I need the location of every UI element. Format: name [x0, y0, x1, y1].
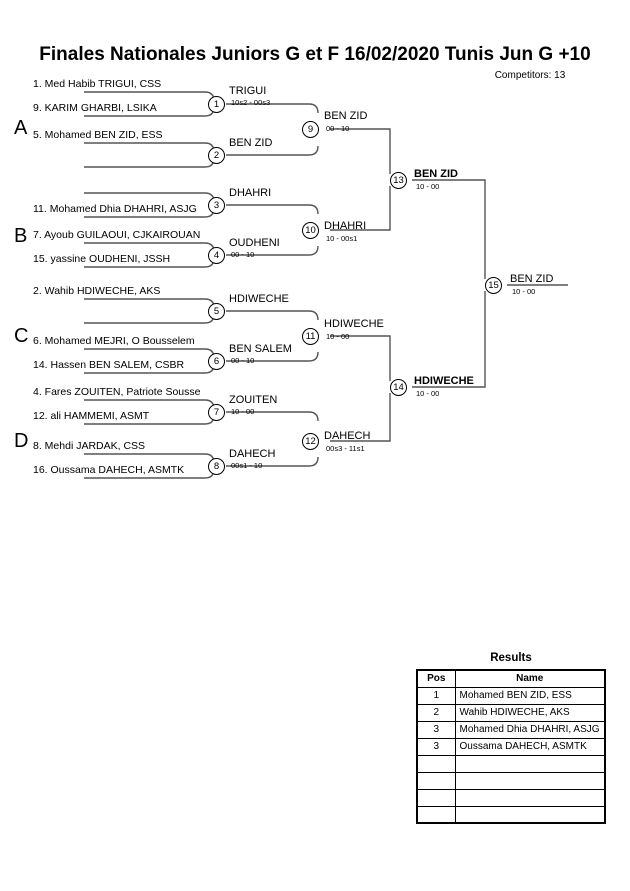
- match-number-9[interactable]: 9: [302, 121, 319, 138]
- result-name: [454, 771, 606, 790]
- match-winner-3: DHAHRI: [229, 187, 272, 199]
- results-panel: Results Pos Name 1 Mohamed BEN ZID, ESS …: [416, 652, 606, 824]
- match-score-7: 10 - 00: [231, 407, 255, 416]
- entry-label: 4. Fares ZOUITEN, Patriote Sousse: [33, 386, 201, 398]
- match-number-7[interactable]: 7: [208, 404, 225, 421]
- results-table: Pos Name 1 Mohamed BEN ZID, ESS 2 Wahib …: [416, 669, 606, 824]
- match-score-14: 10 - 00: [416, 389, 440, 398]
- match-score-8: 00s1 - 10: [231, 461, 263, 470]
- result-pos: [416, 771, 456, 790]
- entry-label: 14. Hassen BEN SALEM, CSBR: [33, 359, 185, 371]
- entry-label: 15. yassine OUDHENI, JSSH: [33, 253, 171, 265]
- bracket-lines: [84, 91, 568, 479]
- match-score-4: 00 - 10: [231, 250, 255, 259]
- entry-label: 1. Med Habib TRIGUI, CSS: [33, 78, 162, 90]
- table-row[interactable]: [416, 805, 606, 824]
- match-score-13: 10 - 00: [416, 182, 440, 191]
- entry-label: 12. ali HAMMEMI, ASMT: [33, 410, 150, 422]
- table-row[interactable]: [416, 788, 606, 807]
- page-title: Finales Nationales Juniors G et F 16/02/…: [0, 44, 630, 66]
- section-letter-c: C: [14, 325, 29, 347]
- entry-label: 5. Mohamed BEN ZID, ESS: [33, 129, 163, 141]
- result-pos: 3: [416, 737, 456, 756]
- match-number-8[interactable]: 8: [208, 458, 225, 475]
- section-letter-d: D: [14, 430, 29, 452]
- results-title: Results: [490, 652, 532, 664]
- match-number-5[interactable]: 5: [208, 303, 225, 320]
- result-pos: 2: [416, 703, 456, 722]
- match-score-11: 10 - 00: [326, 332, 350, 341]
- match-winner-9: BEN ZID: [324, 110, 368, 122]
- match-score-1: 10s2 - 00s3: [231, 98, 271, 107]
- results-header-row: Pos Name: [416, 669, 606, 688]
- match-winner-1: TRIGUI: [229, 85, 267, 97]
- page-title-text: Finales Nationales Juniors G et F 16/02/…: [39, 44, 591, 65]
- result-name: Mohamed BEN ZID, ESS: [454, 686, 606, 705]
- match-winner-12: DAHECH: [324, 430, 371, 442]
- entry-label: 16. Oussama DAHECH, ASMTK: [33, 464, 185, 476]
- result-pos: 1: [416, 686, 456, 705]
- table-row[interactable]: 1 Mohamed BEN ZID, ESS: [416, 686, 606, 705]
- match-winner-14: HDIWECHE: [414, 375, 474, 387]
- entry-label: 7. Ayoub GUILAOUI, CJKAIROUAN: [33, 229, 201, 241]
- match-number-4[interactable]: 4: [208, 247, 225, 264]
- match-number-6[interactable]: 6: [208, 353, 225, 370]
- result-name: Wahib HDIWECHE, AKS: [454, 703, 606, 722]
- table-row[interactable]: 3 Mohamed Dhia DHAHRI, ASJG: [416, 720, 606, 739]
- entry-label: 6. Mohamed MEJRI, O Bousselem: [33, 335, 195, 347]
- result-name: Mohamed Dhia DHAHRI, ASJG: [454, 720, 606, 739]
- competitors-count: Competitors: 13: [494, 70, 566, 81]
- match-winner-15: BEN ZID: [510, 273, 554, 285]
- match-winner-4: OUDHENI: [229, 237, 280, 249]
- match-number-1[interactable]: 1: [208, 96, 225, 113]
- result-name: [454, 788, 606, 807]
- entry-label: 8. Mehdi JARDAK, CSS: [33, 440, 146, 452]
- match-winner-6: BEN SALEM: [229, 343, 292, 355]
- match-number-3[interactable]: 3: [208, 197, 225, 214]
- result-pos: [416, 805, 456, 824]
- match-score-9: 00 - 10: [326, 124, 350, 133]
- match-score-6: 00 - 10: [231, 356, 255, 365]
- table-row[interactable]: 3 Oussama DAHECH, ASMTK: [416, 737, 606, 756]
- result-pos: 3: [416, 720, 456, 739]
- result-pos: [416, 788, 456, 807]
- match-winner-7: ZOUITEN: [229, 394, 278, 406]
- match-number-14[interactable]: 14: [390, 379, 407, 396]
- results-col-name: Name: [454, 669, 606, 688]
- section-letter-b: B: [14, 225, 28, 247]
- match-score-15: 10 - 00: [512, 287, 536, 296]
- match-winner-2: BEN ZID: [229, 137, 273, 149]
- result-name: [454, 754, 606, 773]
- match-number-2[interactable]: 2: [208, 147, 225, 164]
- result-name: [454, 805, 606, 824]
- results-col-pos: Pos: [416, 669, 456, 688]
- tournament-bracket: A B C D 1. Med Habib TRIGUI, CSS 9. KARI…: [14, 78, 568, 479]
- table-row[interactable]: [416, 771, 606, 790]
- match-winner-13: BEN ZID: [414, 168, 458, 180]
- section-letter-a: A: [14, 117, 28, 139]
- entry-label: 2. Wahib HDIWECHE, AKS: [33, 285, 161, 297]
- match-number-15[interactable]: 15: [485, 277, 502, 294]
- match-number-10[interactable]: 10: [302, 222, 319, 239]
- match-winner-8: DAHECH: [229, 448, 276, 460]
- match-number-12[interactable]: 12: [302, 433, 319, 450]
- table-row[interactable]: 2 Wahib HDIWECHE, AKS: [416, 703, 606, 722]
- match-score-12: 00s3 - 11s1: [326, 444, 365, 453]
- entry-label: 11. Mohamed Dhia DHAHRI, ASJG: [33, 203, 197, 215]
- match-number-11[interactable]: 11: [302, 328, 319, 345]
- result-pos: [416, 754, 456, 773]
- match-score-10: 10 - 00s1: [326, 234, 358, 243]
- table-row[interactable]: [416, 754, 606, 773]
- match-winner-11: HDIWECHE: [324, 318, 384, 330]
- match-number-13[interactable]: 13: [390, 172, 407, 189]
- match-winner-10: DHAHRI: [324, 220, 367, 232]
- match-winner-5: HDIWECHE: [229, 293, 289, 305]
- entry-label: 9. KARIM GHARBI, LSIKA: [33, 102, 157, 114]
- result-name: Oussama DAHECH, ASMTK: [454, 737, 606, 756]
